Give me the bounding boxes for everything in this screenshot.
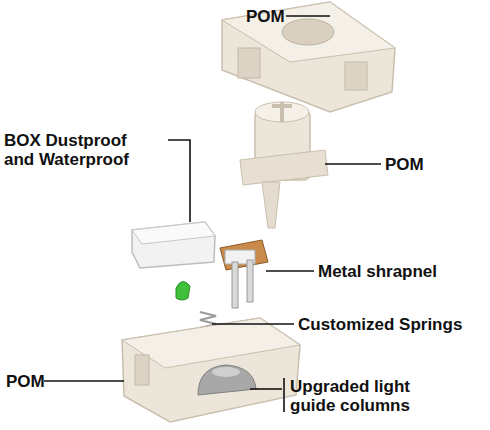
dust-box — [132, 222, 215, 268]
housing-body — [122, 318, 300, 422]
part-label: Metal shrapnel — [318, 262, 437, 281]
part-label: Upgraded light guide columns — [290, 377, 455, 415]
housing-window — [345, 62, 367, 90]
part-label: Customized Springs — [298, 315, 462, 334]
housing-clip — [135, 355, 149, 385]
part-label: POM — [6, 372, 45, 391]
leader-line — [250, 388, 282, 390]
stem-flange — [240, 150, 328, 185]
shrapnel-pin — [232, 262, 238, 308]
led — [176, 281, 190, 300]
box-top — [132, 222, 215, 244]
housing-hole — [282, 19, 334, 45]
leader-line — [325, 163, 381, 165]
stem-top — [255, 102, 309, 122]
leader-line — [286, 15, 330, 17]
top-housing — [222, 2, 395, 112]
light-guide — [198, 365, 256, 395]
stem — [240, 102, 328, 228]
leader-line — [266, 270, 314, 272]
shrapnel-plate — [220, 240, 268, 270]
leader-bracket — [283, 378, 285, 412]
light-guide-highlight — [212, 367, 240, 377]
leader-lines — [44, 16, 381, 412]
leader-line — [168, 140, 190, 222]
part-label: POM — [385, 155, 424, 174]
leader-line — [44, 380, 124, 382]
metal-shrapnel — [220, 240, 268, 308]
shrapnel-pin — [247, 260, 253, 302]
housing-window — [238, 48, 260, 78]
stem-pole — [262, 182, 280, 228]
part-label: BOX Dustproof and Waterproof — [4, 131, 149, 169]
part-label: POM — [246, 7, 285, 26]
leader-line — [212, 323, 294, 325]
box-part — [132, 222, 215, 268]
stem-cross — [272, 102, 292, 122]
bottom-housing — [122, 318, 300, 422]
housing-body — [222, 2, 395, 112]
